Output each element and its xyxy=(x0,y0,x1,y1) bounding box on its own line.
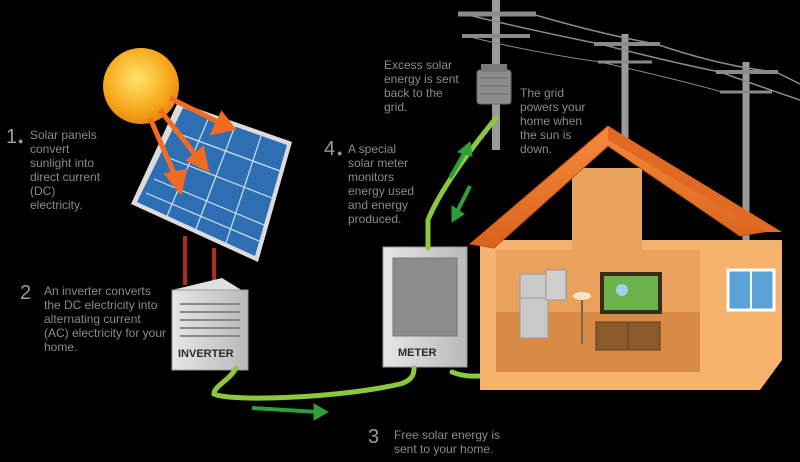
breaker-panel xyxy=(545,269,567,301)
step-3-caption: Free solar energy is sent to your home. xyxy=(394,428,501,456)
step-1-number: 1 xyxy=(6,126,18,148)
inverter-label: INVERTER xyxy=(178,348,234,360)
meter-label: METER xyxy=(398,347,437,359)
step-4-dot: ● xyxy=(337,148,343,158)
step-2-number: 2 xyxy=(20,282,32,304)
excess-energy-caption: Excess solar energy is sent back to the … xyxy=(384,58,459,114)
utility-poles xyxy=(458,0,800,258)
grid-caption: The grid powers your home when the sun i… xyxy=(520,86,586,156)
step-4-number: 4 xyxy=(324,138,336,160)
step-4-caption: A special solar meter monitors energy us… xyxy=(348,142,415,226)
inverter-box: INVERTER xyxy=(171,278,249,371)
refrigerator xyxy=(519,273,549,339)
step-1-caption: Solar panels convert sunlight into direc… xyxy=(30,128,101,212)
tv-cabinet xyxy=(595,321,661,351)
sun-rays-arrows xyxy=(147,95,237,196)
solar-panel xyxy=(131,102,292,298)
floor-lamp xyxy=(573,292,591,344)
television xyxy=(600,272,662,314)
sun-icon xyxy=(103,48,179,124)
meter-box: METER xyxy=(382,246,468,368)
step-2-caption: An inverter converts the DC electricity … xyxy=(44,284,167,354)
transformer xyxy=(476,64,512,105)
step-1-dot: ● xyxy=(18,136,24,146)
step-3-number: 3 xyxy=(368,426,380,448)
